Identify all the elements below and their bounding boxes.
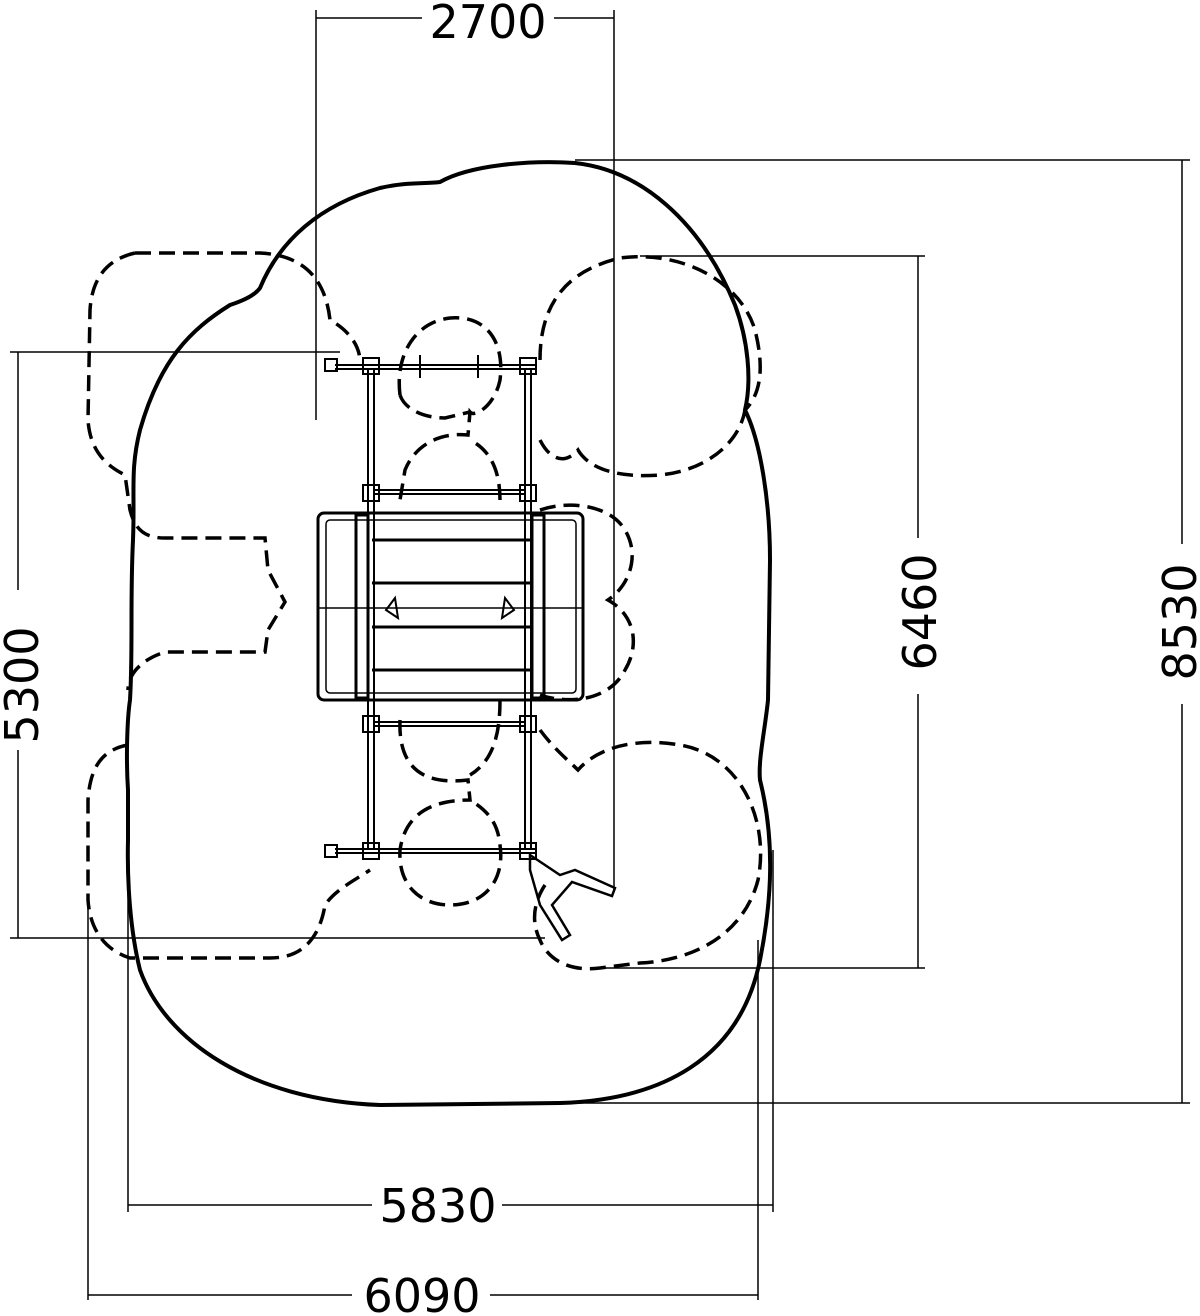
fall-zone-right-top-lobe	[538, 409, 747, 478]
fall-zone-mid-right-arc	[469, 699, 502, 777]
dim-label-outer-height: 8530	[1153, 563, 1200, 680]
outer-safety-zone-outline	[124, 160, 773, 1108]
slide-chute	[528, 852, 617, 942]
dim-label-inner-width: 5830	[379, 1179, 496, 1233]
play-structure	[324, 355, 537, 860]
dashed-fall-zones	[86, 251, 763, 971]
fall-zone-small-circle-bottom	[398, 719, 503, 907]
deck-marker-left	[384, 595, 400, 621]
dim-label-inner-height: 6460	[893, 553, 947, 670]
fall-zone-small-circle-top	[397, 316, 503, 501]
central-deck	[316, 511, 585, 702]
fall-zone-top-left	[86, 251, 362, 691]
dim-label-top-width: 2700	[429, 0, 546, 49]
fall-zone-right-mid	[539, 503, 636, 702]
fall-zone-top-right	[538, 255, 762, 412]
fall-zone-small-circle-top2	[398, 394, 471, 420]
deck-marker-right	[500, 595, 516, 621]
dimension-lines	[10, 10, 1190, 1300]
fall-zone-bottom-right	[532, 728, 763, 971]
fall-zone-bottom-left	[86, 743, 371, 960]
dim-label-left-height: 5300	[0, 626, 49, 743]
fall-zone-mid-left-arc	[469, 438, 502, 501]
dim-label-outer-width: 6090	[363, 1269, 480, 1316]
